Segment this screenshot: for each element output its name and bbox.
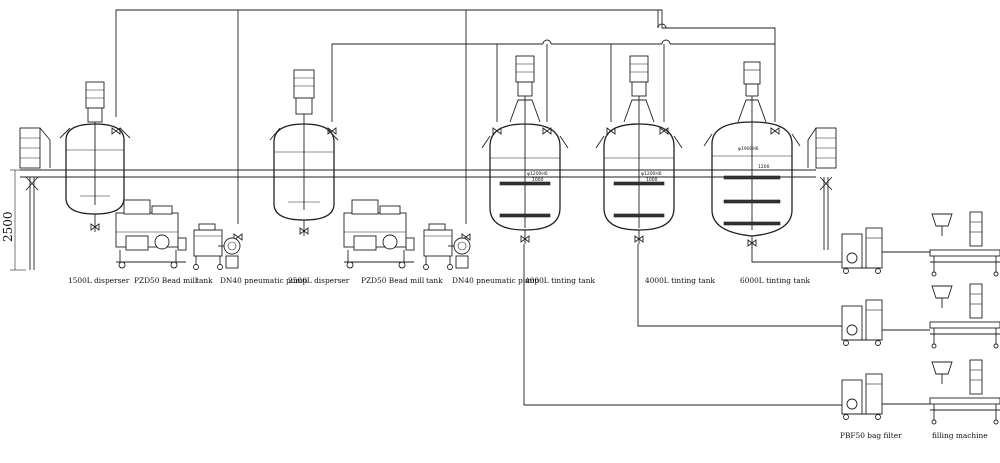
label-pump-1: DN40 pneumatic pump — [220, 276, 308, 285]
bag-filter-3 — [841, 373, 883, 420]
label-tinting-4000-a: 4000L tinting tank — [525, 276, 595, 285]
height-dimension: 2500 — [1, 169, 26, 271]
bead-mill-1 — [115, 199, 187, 269]
bag-filter-1 — [841, 227, 883, 274]
disperser-2500l — [269, 69, 339, 236]
tank-c-diameter: φ1900H6 — [738, 146, 759, 152]
label-filling-machine: filling machine — [932, 431, 988, 440]
label-disperser-2500: 2500L disperser — [288, 276, 350, 285]
label-tinting-6000: 6000L tinting tank — [740, 276, 810, 285]
tank-c-width: 1200 — [758, 164, 770, 170]
label-bead-mill-1: PZD50 Bead mill — [134, 276, 198, 285]
pneumatic-pump-1 — [218, 237, 241, 269]
label-tank-2: tank — [426, 276, 443, 285]
tinting-tank-4000l-b: φ1200H6 1000 — [595, 55, 683, 244]
filling-machine-3 — [929, 359, 1000, 425]
bead-mill-2 — [343, 199, 415, 269]
piping-network — [20, 9, 930, 406]
height-dimension-label: 2500 — [1, 211, 15, 242]
tank-a-diameter: φ1200H6 — [527, 171, 548, 177]
label-disperser-1500: 1500L disperser — [68, 276, 130, 285]
tank-a-width: 1000 — [532, 177, 544, 183]
pneumatic-pump-2 — [448, 237, 471, 269]
filling-machine-1 — [929, 211, 1000, 277]
small-tank-1 — [193, 223, 223, 270]
tinting-tank-6000l: φ1900H6 1200 — [703, 61, 801, 248]
tank-b-diameter: φ1200H6 — [641, 171, 662, 177]
tank-b-width: 1000 — [646, 177, 658, 183]
bag-filter-2 — [841, 299, 883, 346]
label-pump-2: DN40 pneumatic pump — [452, 276, 540, 285]
equipment-labels: 1500L disperser PZD50 Bead mill tank DN4… — [68, 276, 988, 440]
valves — [111, 127, 780, 241]
label-bead-mill-2: PZD50 Bead mill — [361, 276, 425, 285]
right-platform — [807, 127, 837, 250]
label-bag-filter: PBF50 bag filter — [840, 431, 902, 440]
small-tank-2 — [423, 223, 453, 270]
label-tank-1: tank — [196, 276, 213, 285]
filling-machine-2 — [929, 283, 1000, 349]
left-platform — [19, 127, 51, 270]
disperser-1500l — [59, 81, 131, 232]
tinting-tank-4000l-a: φ1200H6 1000 — [481, 55, 569, 244]
label-tinting-4000-b: 4000L tinting tank — [645, 276, 715, 285]
